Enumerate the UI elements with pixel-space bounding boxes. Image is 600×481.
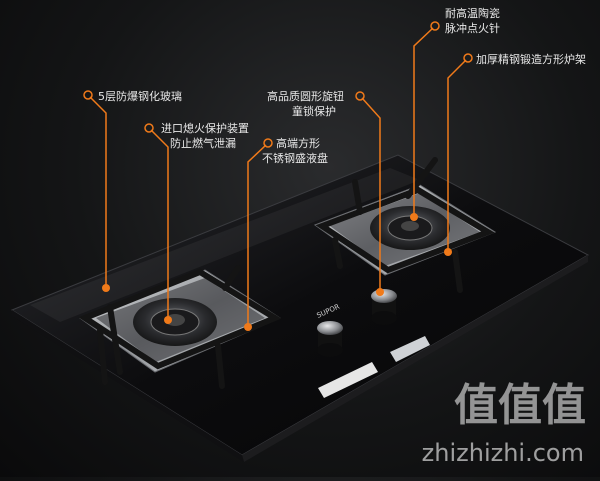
callout-dots <box>102 213 452 331</box>
left-burner <box>133 298 217 346</box>
callout-tray-line2: 不锈钢盛液盘 <box>262 152 328 165</box>
right-knob <box>371 289 397 325</box>
control-strip <box>318 336 430 398</box>
callout-lines <box>89 27 467 325</box>
callout-glass: 5层防爆钢化玻璃 <box>98 90 182 103</box>
watermark-url: zhizhizhi.com <box>421 439 584 467</box>
callout-flame-line2: 防止燃气泄漏 <box>170 137 236 150</box>
callout-igniter-line1: 耐高温陶瓷 <box>445 7 500 20</box>
callout-igniter-line2: 脉冲点火针 <box>445 22 500 35</box>
callout-rings <box>83 21 473 148</box>
callout-rack: 加厚精钢锻造方形炉架 <box>476 53 586 66</box>
right-burner <box>370 206 450 250</box>
callout-knob-line2: 童锁保护 <box>292 105 336 118</box>
left-pan-rack <box>78 265 282 389</box>
right-pan-rack <box>315 157 495 293</box>
callout-flame-line1: 进口熄火保护装置 <box>161 122 249 135</box>
callout-tray-line1: 高端方形 <box>276 137 320 150</box>
left-knob <box>317 321 343 357</box>
callout-knob-line1: 高品质圆形旋钮 <box>267 90 344 103</box>
watermark-title: 值值值 <box>454 380 586 431</box>
